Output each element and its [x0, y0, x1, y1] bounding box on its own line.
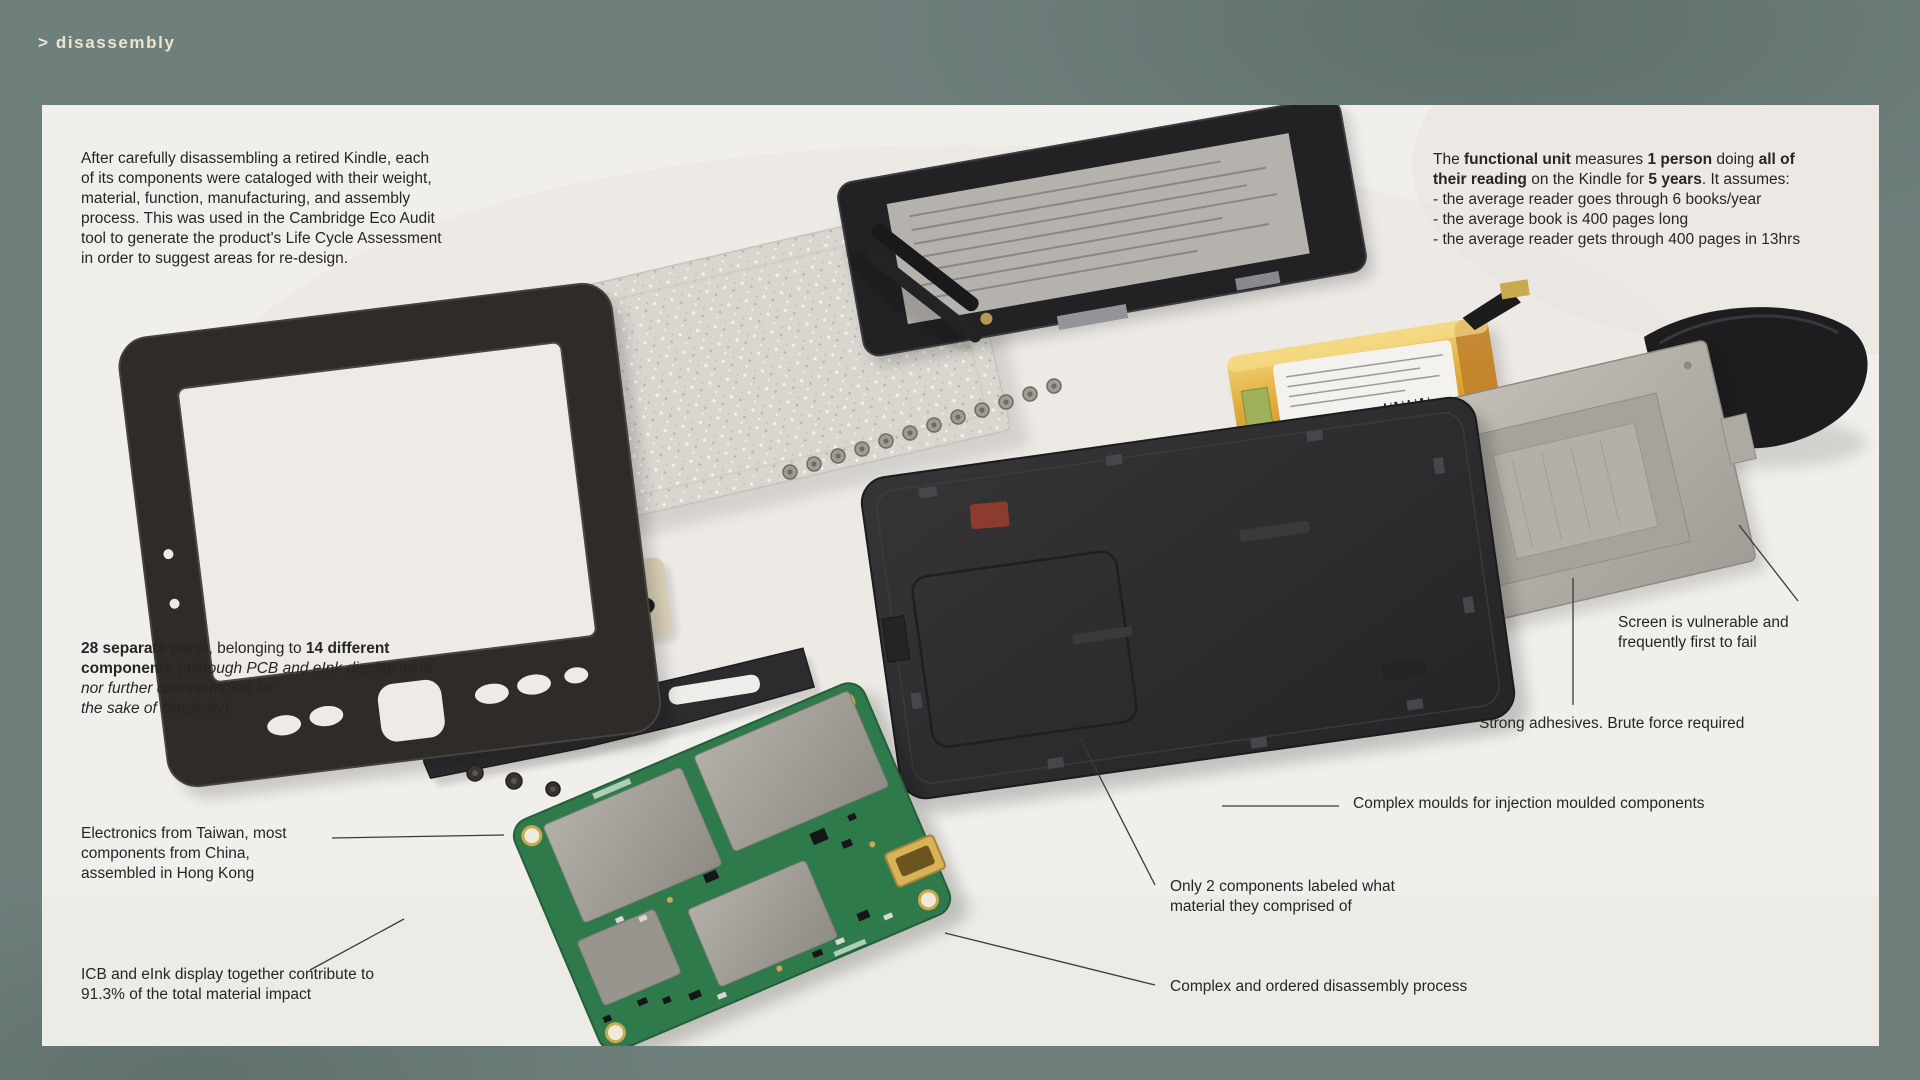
fu-segment: on the Kindle for	[1526, 171, 1649, 188]
fu-segment: measures	[1570, 151, 1648, 168]
fu-segment-bold: 5 years	[1648, 171, 1702, 188]
fu-segment-bold: functional unit	[1464, 151, 1571, 168]
intro-note: After carefully disassembling a retired …	[81, 150, 442, 267]
photo-pcb-components	[602, 812, 871, 1024]
callout-line-screen	[1738, 524, 1799, 602]
callout-complex-moulds: Complex moulds for injection moulded com…	[1353, 795, 1705, 812]
photo-screen-text-lines	[909, 160, 1278, 301]
callout-material-labels: Only 2 components labeled what material …	[1170, 878, 1395, 915]
fu-bullets: - the average reader goes through 6 book…	[1433, 191, 1801, 248]
callout-lines	[309, 524, 1799, 986]
page-title: > disassembly	[38, 33, 176, 52]
photo-back-cover	[860, 396, 1529, 813]
callout-electronics: Electronics from Taiwan, most components…	[81, 825, 287, 882]
fu-segment: doing	[1712, 151, 1759, 168]
slide-card: After carefully disassembling a retired …	[42, 105, 1879, 1046]
callout-disassembly-process: Complex and ordered disassembly process	[1170, 978, 1468, 995]
callout-icb-impact: ICB and eInk display together contribute…	[81, 966, 374, 1003]
photo-button-rods	[845, 223, 993, 352]
callout-screen-vulnerable: Screen is vulnerable and frequently firs…	[1618, 614, 1789, 651]
parts-segment-bold: 28 separate parts	[81, 640, 209, 657]
disassembly-photo	[42, 105, 1879, 1046]
parts-segment-italic: (although PCB and eInk display were nor …	[81, 660, 433, 717]
photo-front-bezel	[118, 282, 672, 799]
photo-rubber-feet-screws	[466, 764, 561, 797]
callout-line-electronics	[331, 834, 505, 839]
callout-line-labeled	[1079, 737, 1156, 886]
parts-segment-bold: 14 different components	[81, 640, 390, 677]
callout-strong-adhesives: Strong adhesives. Brute force required	[1479, 715, 1745, 732]
fu-segment: . It assumes:	[1701, 171, 1790, 188]
callout-line-icb	[309, 918, 405, 971]
photo-pcb-motherboard	[512, 682, 968, 1046]
functional-unit-note: The functional unit measures 1 person do…	[1433, 150, 1893, 250]
parts-segment: , belonging to	[208, 640, 306, 657]
fu-segment: The	[1433, 151, 1465, 168]
photo-screw-row	[782, 378, 1062, 480]
fu-segment-bold: all of their reading	[1433, 151, 1795, 188]
callout-line-ordered	[944, 932, 1156, 986]
fu-segment-bold: 1 person	[1647, 151, 1713, 168]
parts-count-note: 28 separate parts, belonging to 14 diffe…	[81, 639, 511, 719]
